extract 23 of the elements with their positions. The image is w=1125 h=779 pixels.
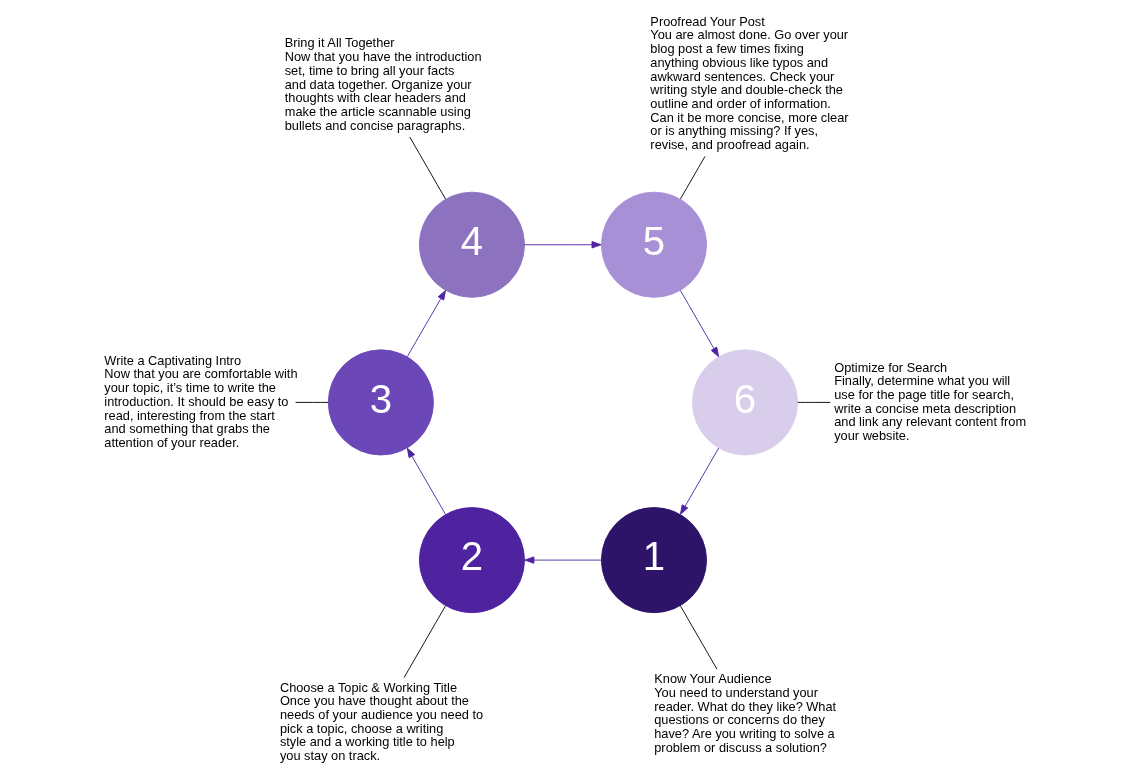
connector xyxy=(797,401,831,403)
node-text: Proofread Your Post You are almost done. Go over your blog post a few times fixing anything obvious like typos and awkward sentences. Check your writing style and double-check the outline and order of information. Can it be more concise, more clear or is anything missing? If yes, revise, and proofread again. xyxy=(650,13,849,153)
node-text: Bring it All Together Now that you have the introduction set, time to bring all your facts and data together. Organize your thoughts with clear headers and make the article scannable using bullets and concise paragraphs. xyxy=(284,35,482,133)
node-text: Choose a Topic & Working Title Once you have thought about the needs of your audience you need to pick a topic, choose a writing style and a working title to help you stay on track. xyxy=(279,679,484,764)
connector xyxy=(679,605,718,670)
arrow xyxy=(524,241,602,249)
arrow xyxy=(406,290,446,358)
node-circle: 4 xyxy=(418,191,525,298)
connector xyxy=(295,401,329,403)
node-circle: 1 xyxy=(601,507,707,614)
connector xyxy=(679,155,706,200)
arrow xyxy=(679,447,720,515)
node-text: Know Your Audience You need to understand your reader. What do they like? What questions or concerns do they have? Are you writing to solve a problem or discuss a solution? xyxy=(654,671,837,755)
arrow xyxy=(679,289,720,358)
node-text: Write a Captivating Intro Now that you are comfortable with your topic, it’s time to write the introduction. It should be easy to read, interesting from the start and something that grabs the attention of your reader. xyxy=(104,352,298,450)
connector xyxy=(409,136,447,200)
node-circle: 5 xyxy=(601,191,707,298)
connector xyxy=(403,605,446,679)
arrow xyxy=(406,447,447,515)
node-text: Optimize for Search Finally, determine what you will use for the page title for search, write a concise meta description and link any relevant content from your website. xyxy=(834,359,1027,444)
node-circle: 2 xyxy=(418,507,525,614)
node-circle: 3 xyxy=(327,349,434,456)
arrow xyxy=(524,556,602,564)
